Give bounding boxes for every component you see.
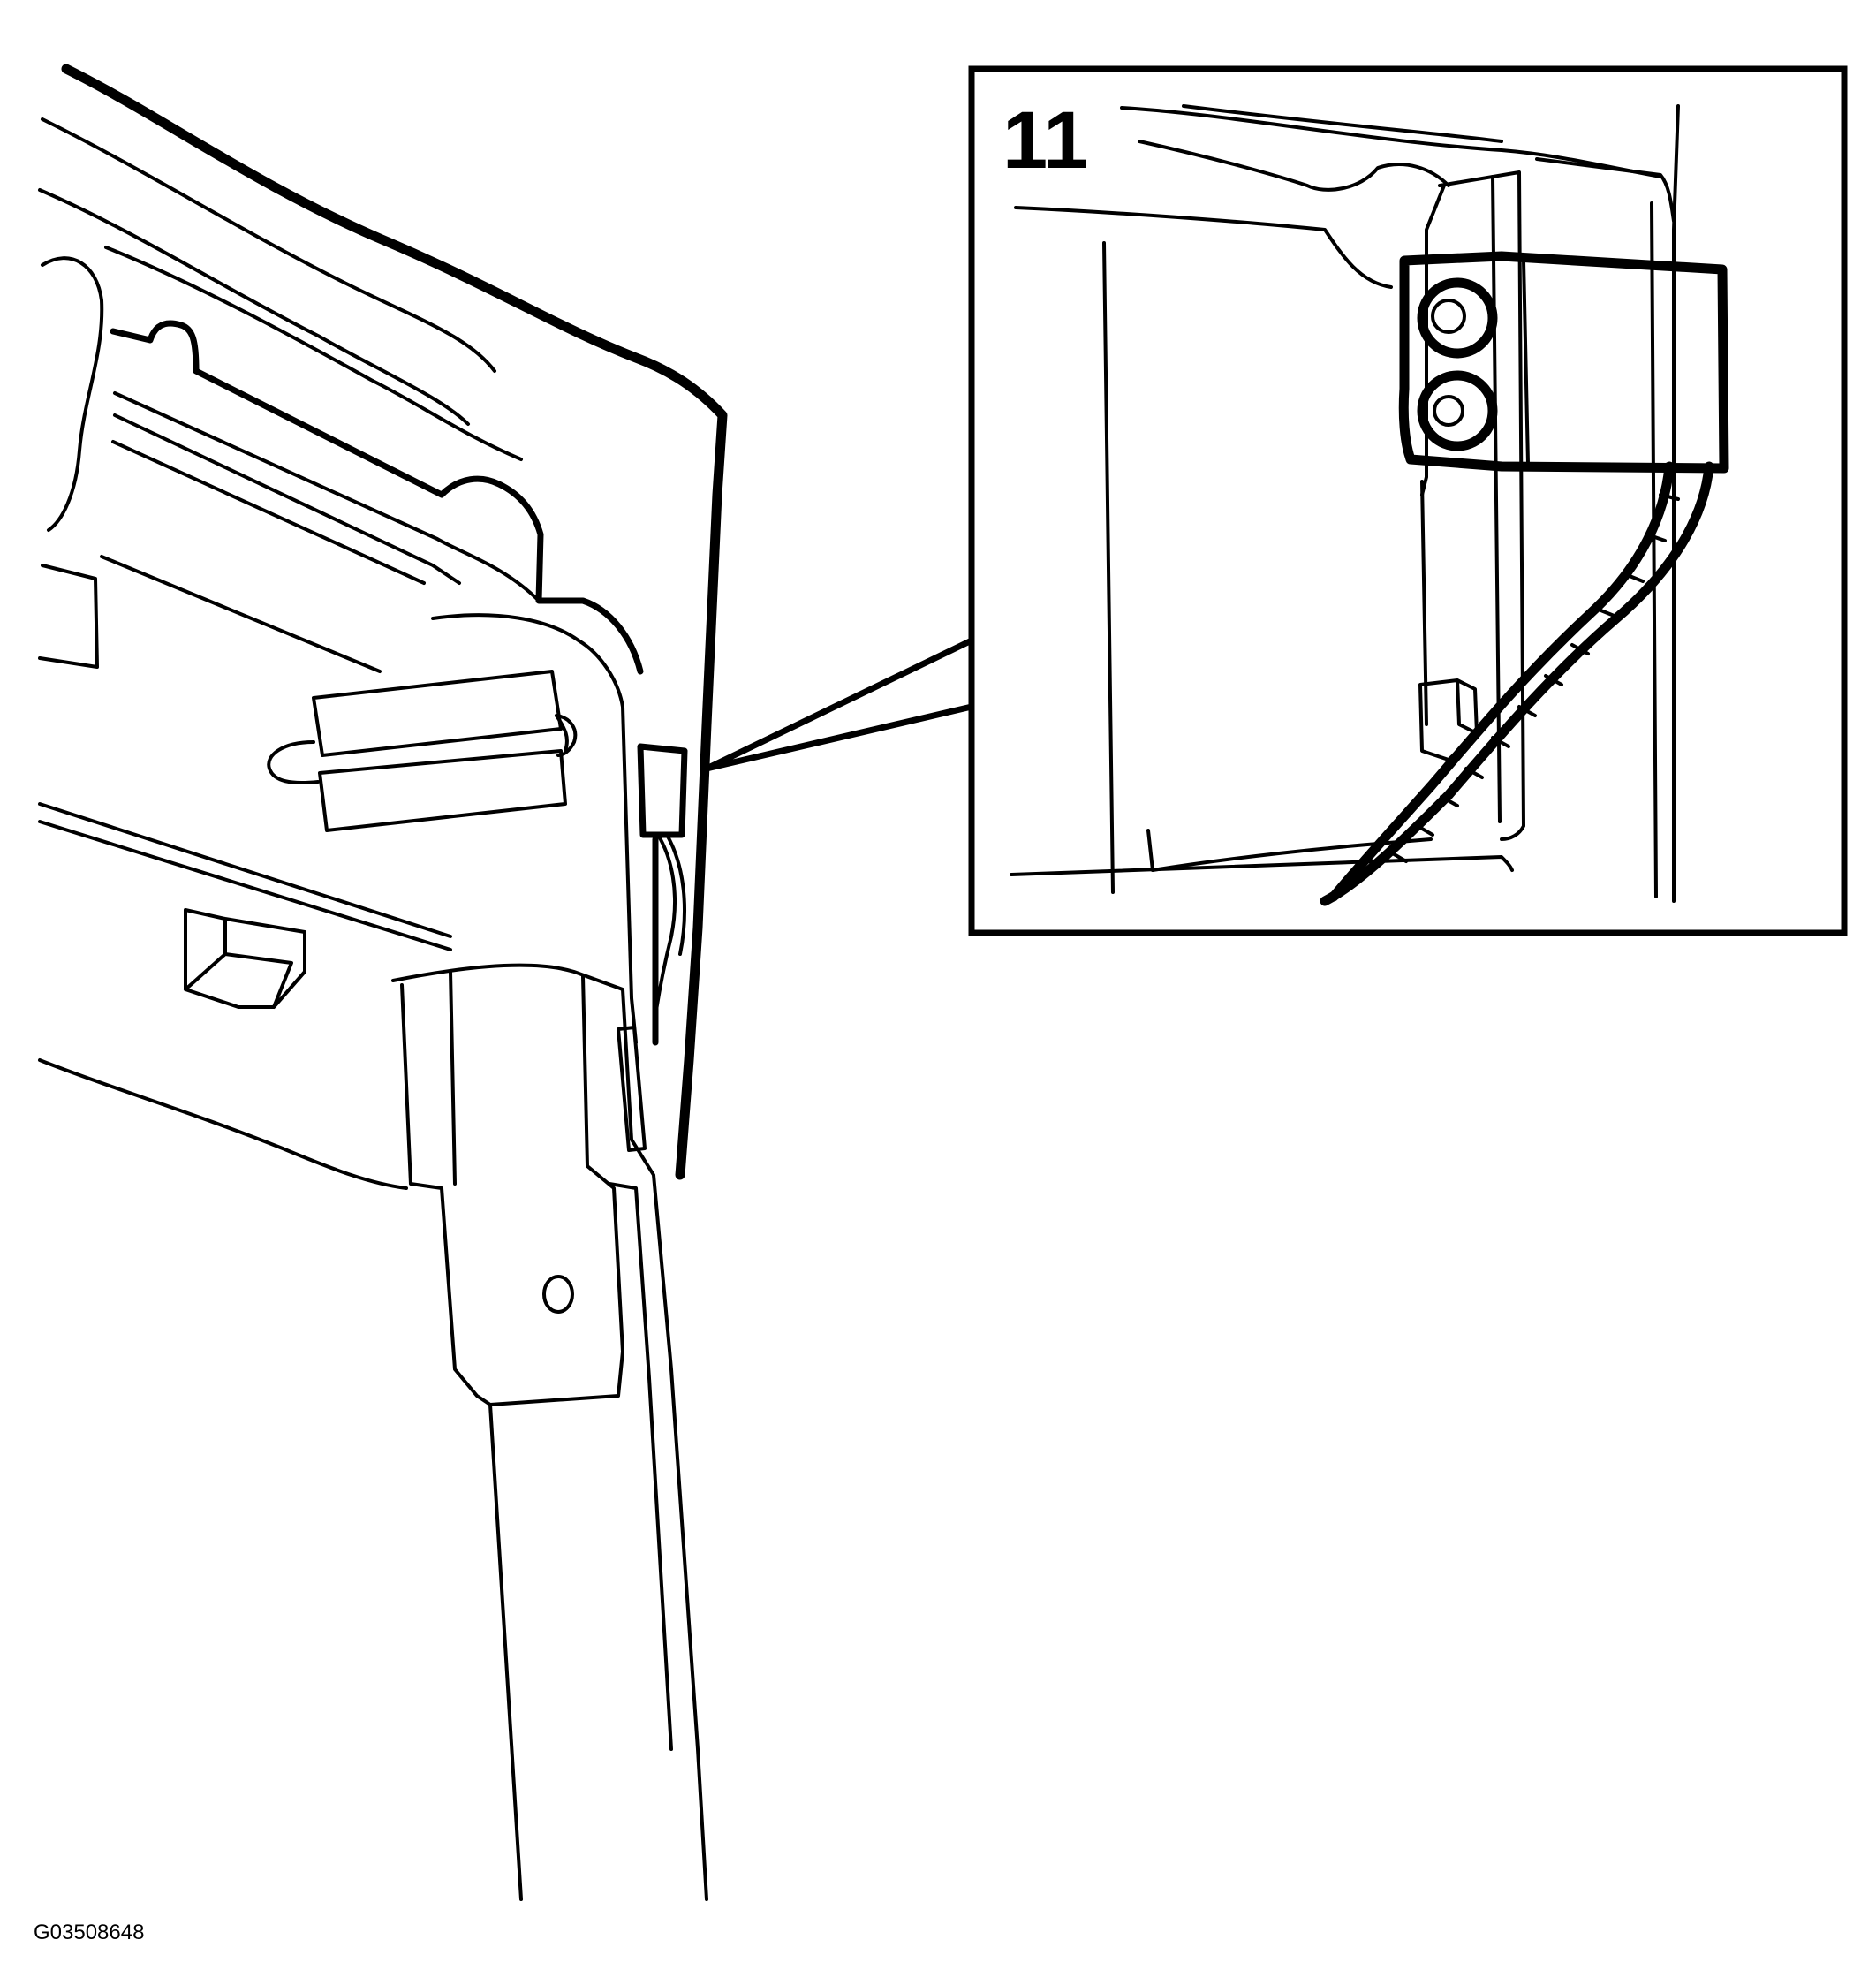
pillar-left-edge (400, 983, 523, 1901)
grab-tube (41, 256, 104, 532)
detail-inset: 11 (968, 65, 1848, 936)
bolt-lower (1417, 370, 1498, 451)
connector-housing (637, 743, 688, 838)
header-panel-edge (431, 613, 638, 1044)
figure-code: G03508648 (34, 1921, 144, 1944)
header-panel-line (100, 555, 382, 673)
inset-far-right-vertical (1650, 201, 1658, 898)
roof-inner-line (41, 117, 496, 373)
connector-wire (654, 833, 686, 1018)
lower-body-line (38, 1058, 408, 1190)
pillar-hole (542, 1275, 574, 1314)
rod-end (555, 714, 569, 753)
inset-channel (1420, 170, 1525, 841)
callout-leader (703, 637, 975, 772)
headliner-bracket (184, 908, 306, 1009)
inset-top-rail-3 (1138, 140, 1450, 192)
rod-clamp (312, 670, 563, 757)
bolt-lower-head (1417, 370, 1498, 451)
pillar-step-line (488, 974, 624, 1406)
inset-left-vertical (1102, 241, 1115, 894)
callout-number: 11 (1002, 95, 1088, 186)
roof-inner-line-3 (104, 246, 523, 461)
roof-inner-line-2 (38, 188, 470, 426)
pillar-slot (617, 1026, 647, 1152)
hex-icon-lower (1433, 395, 1464, 427)
main-view (38, 64, 975, 1901)
inset-bottom-edge-2 (1010, 855, 1514, 876)
sensor-bracket-seam (1522, 259, 1530, 466)
roof-edge-outline (61, 64, 728, 1180)
weatherstrip-lower-edge-2 (113, 413, 461, 585)
sensor-bracket (1398, 251, 1729, 474)
inset-upper-edge (1014, 206, 1393, 289)
detail-frame (968, 65, 1848, 936)
bolt-upper (1417, 277, 1498, 359)
headliner-line-2 (38, 820, 452, 951)
headliner-line (38, 802, 452, 938)
left-trim-block (38, 564, 99, 669)
inset-bottom-edge (1146, 829, 1433, 872)
harness-tape-marks (1389, 493, 1680, 863)
bolt-upper-head (1417, 277, 1498, 359)
wiring-harness (1320, 461, 1714, 906)
hex-icon (1431, 299, 1466, 334)
weatherstrip-lower-edge-3 (111, 440, 426, 585)
weatherstrip-lower-edge (113, 391, 541, 602)
inset-right-vertical (1672, 104, 1680, 903)
weatherstrip-rail (110, 320, 644, 675)
inset-top-rail-2 (1182, 104, 1503, 143)
rod-clamp-lower (318, 749, 567, 832)
inset-top-rail (1120, 106, 1662, 178)
wiring-harness-2 (1328, 461, 1675, 902)
pillar-outline (391, 963, 708, 1901)
pillar-inner-right (608, 1182, 673, 1751)
support-rod (267, 714, 578, 785)
pillar-inner-seam (449, 970, 457, 1186)
